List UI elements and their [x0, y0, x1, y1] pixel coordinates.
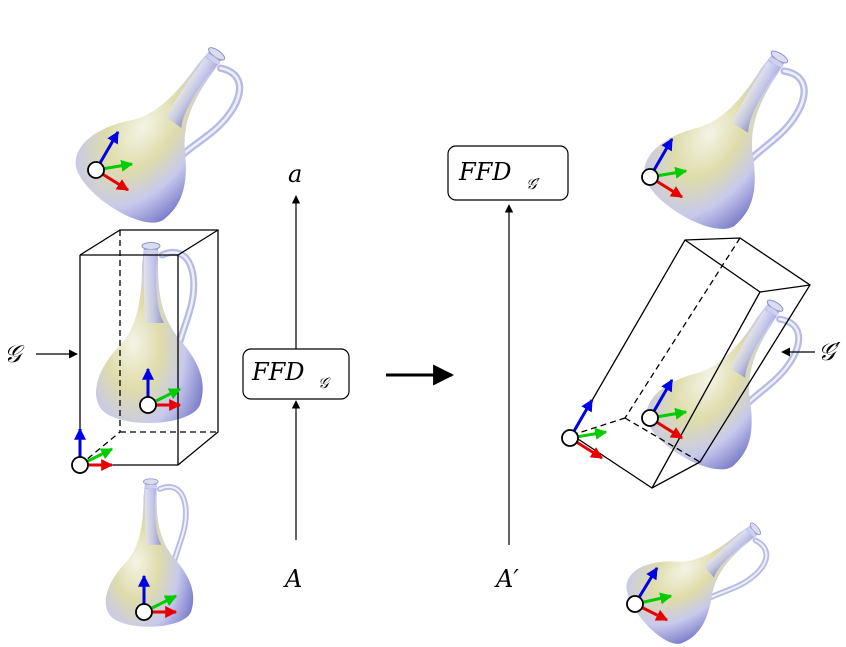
- label-a-prime: A′: [494, 565, 519, 593]
- label-a-capital: A: [283, 565, 302, 593]
- control-lattice-g-prime: [571, 237, 811, 489]
- vase-middle-right: [561, 237, 821, 489]
- vase-top-right: [632, 23, 827, 243]
- vase-bottom-left: [106, 479, 194, 627]
- box-ffd-g: FFD 𝒢: [242, 348, 350, 400]
- svg-text:𝒢: 𝒢: [318, 374, 331, 392]
- vase-bottom-right: [615, 492, 785, 647]
- box-ffd-g-prime: FFD 𝒢′: [447, 145, 569, 201]
- svg-text:𝒢′: 𝒢′: [526, 175, 541, 193]
- vase-top-left: [63, 18, 264, 238]
- label-a-small: a: [288, 160, 302, 188]
- label-g: 𝒢: [4, 340, 25, 368]
- svg-text:FFD: FFD: [251, 358, 305, 386]
- vase-middle-left: [72, 229, 219, 473]
- svg-text:FFD: FFD: [458, 158, 512, 186]
- label-g-prime: 𝒢′: [818, 338, 841, 366]
